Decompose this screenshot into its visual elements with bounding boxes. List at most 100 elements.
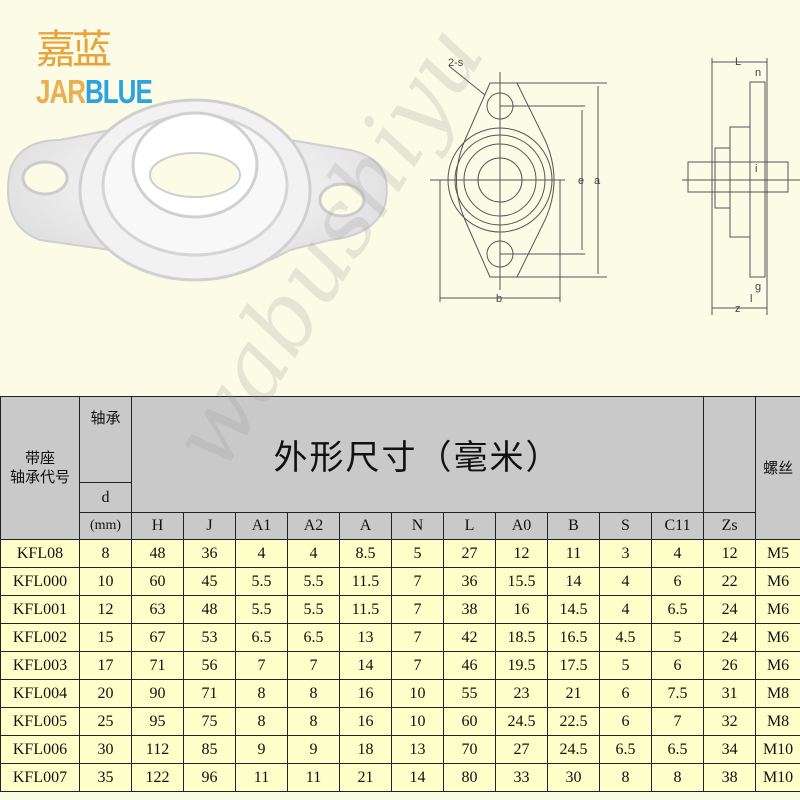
table-cell: 5.5 — [235, 567, 288, 596]
table-cell: 9 — [235, 735, 288, 764]
table-cell: 10 — [79, 567, 132, 596]
column-header-b: B — [547, 512, 600, 540]
model-code-cell: KFL007 — [0, 763, 80, 792]
table-cell: 16 — [339, 707, 392, 736]
table-cell: 7 — [287, 651, 340, 680]
screw-cell: M10 — [755, 763, 800, 792]
table-cell: 6.5 — [650, 595, 705, 624]
table-cell: 8 — [287, 707, 340, 736]
label-l: l — [750, 293, 752, 305]
table-cell: 3 — [599, 539, 652, 568]
table-cell: 13 — [339, 623, 392, 652]
table-cell: 8 — [599, 763, 652, 792]
table-cell: 11 — [547, 539, 600, 568]
table-cell: 90 — [131, 679, 184, 708]
table-cell: 6.5 — [599, 735, 652, 764]
table-cell: 30 — [547, 763, 600, 792]
screw-cell: M8 — [755, 679, 800, 708]
table-cell: 5.5 — [287, 595, 340, 624]
table-cell: 15 — [79, 623, 132, 652]
table-cell: 6 — [599, 707, 652, 736]
logo-blue: BLUE — [85, 72, 153, 111]
model-code-cell: KFL08 — [0, 539, 80, 568]
table-cell: 4 — [650, 539, 705, 568]
table-cell: 6 — [650, 651, 705, 680]
table-cell: 60 — [443, 707, 496, 736]
screw-cell: M6 — [755, 567, 800, 596]
table-cell: 71 — [183, 679, 236, 708]
label-z: z — [735, 303, 741, 315]
logo-jar: JAR — [36, 72, 86, 111]
table-cell: 4 — [287, 539, 340, 568]
table-cell: 7.5 — [650, 679, 705, 708]
table-cell: 5 — [599, 651, 652, 680]
table-cell: 75 — [183, 707, 236, 736]
column-header-c11: C11 — [650, 512, 705, 540]
screw-cell: M6 — [755, 595, 800, 624]
table-cell: 67 — [131, 623, 184, 652]
table-cell: 19.5 — [495, 651, 548, 680]
table-cell: 48 — [183, 595, 236, 624]
screw-cell: M6 — [755, 651, 800, 680]
table-cell: 95 — [131, 707, 184, 736]
table-cell: 8 — [79, 539, 132, 568]
table-cell: 8 — [235, 707, 288, 736]
screw-cell: M6 — [755, 623, 800, 652]
model-code-cell: KFL002 — [0, 623, 80, 652]
label-2s: 2-s — [448, 57, 464, 69]
header-code-line1: 带座 — [24, 449, 55, 467]
table-cell: 34 — [703, 735, 757, 764]
table-cell: 24.5 — [495, 707, 548, 736]
column-header-zs: Zs — [703, 512, 757, 540]
table-cell: 6 — [650, 567, 705, 596]
table-cell: 26 — [703, 651, 757, 680]
header-screw: 螺丝 — [755, 396, 800, 540]
table-cell: 70 — [443, 735, 496, 764]
table-cell: 27 — [443, 539, 496, 568]
column-header-a1: A1 — [235, 512, 288, 540]
table-cell: 8 — [650, 763, 705, 792]
table-cell: 14 — [547, 567, 600, 596]
column-header-a2: A2 — [287, 512, 340, 540]
table-cell: 17.5 — [547, 651, 600, 680]
table-cell: 96 — [183, 763, 236, 792]
header-model-code: 带座轴承代号 — [0, 396, 80, 540]
table-cell: 7 — [391, 651, 444, 680]
table-cell: 21 — [547, 679, 600, 708]
table-cell: 5 — [391, 539, 444, 568]
table-cell: 12 — [703, 539, 757, 568]
table-cell: 24 — [703, 623, 757, 652]
table-cell: 25 — [79, 707, 132, 736]
table-cell: 36 — [443, 567, 496, 596]
label-L: L — [735, 56, 741, 68]
header-bearing: 轴承 — [79, 396, 132, 483]
table-cell: 36 — [183, 539, 236, 568]
label-e: e — [578, 175, 584, 187]
model-code-cell: KFL004 — [0, 679, 80, 708]
table-cell: 7 — [391, 567, 444, 596]
label-n: n — [755, 67, 761, 79]
table-cell: 12 — [79, 595, 132, 624]
table-cell: 6.5 — [235, 623, 288, 652]
table-cell: 24 — [703, 595, 757, 624]
technical-drawing: 2-s e a b L n i g l z — [430, 56, 800, 315]
table-cell: 24.5 — [547, 735, 600, 764]
table-cell: 10 — [391, 679, 444, 708]
table-cell: 23 — [495, 679, 548, 708]
table-cell: 6.5 — [650, 735, 705, 764]
label-i: i — [755, 163, 757, 175]
model-code-cell: KFL005 — [0, 707, 80, 736]
table-cell: 32 — [703, 707, 757, 736]
brand-logo: 嘉蓝 JARBLUE — [36, 28, 153, 138]
header-title: 外形尺寸（毫米） — [130, 396, 705, 513]
table-cell: 9 — [287, 735, 340, 764]
table-cell: 22.5 — [547, 707, 600, 736]
table-cell: 14 — [339, 651, 392, 680]
table-cell: 13 — [391, 735, 444, 764]
